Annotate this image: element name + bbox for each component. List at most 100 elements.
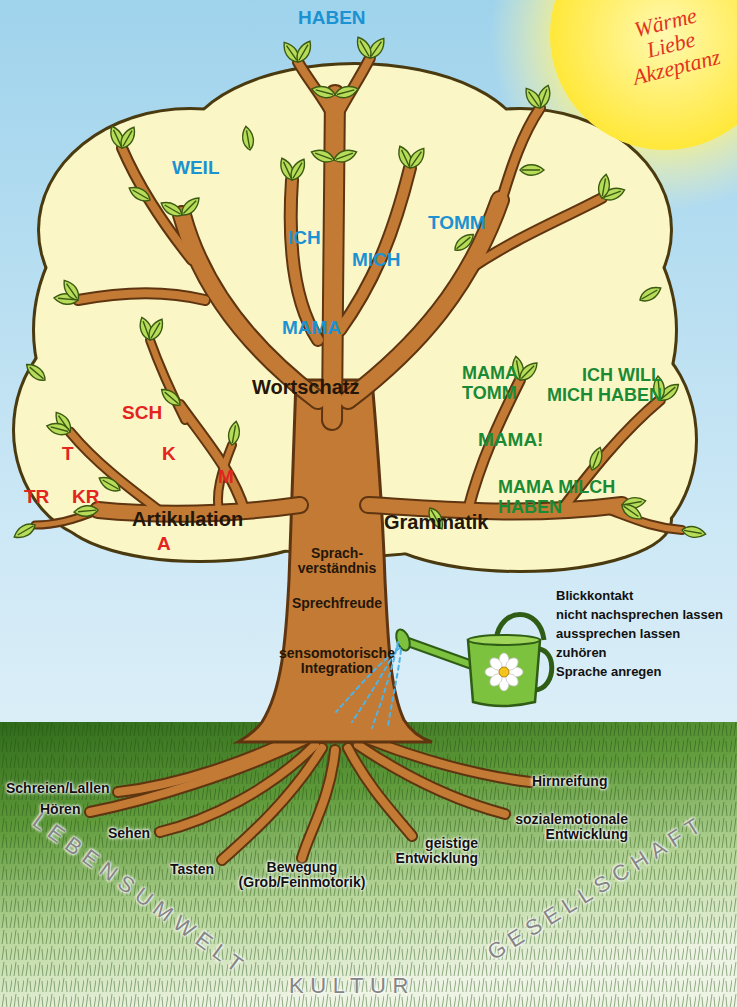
leaves-part [12, 520, 38, 541]
leaves-part [127, 183, 153, 204]
tree-branches-part [78, 293, 205, 300]
tree-branches-part [604, 508, 682, 530]
root-label: Hirnreifung [532, 774, 607, 789]
leaves-part [23, 361, 48, 384]
context-word: KULTUR [289, 974, 415, 998]
tree-branches-part [291, 180, 318, 340]
tree-branches-part [180, 405, 245, 512]
leaves-part [334, 84, 360, 100]
tree-branches-part [180, 405, 245, 512]
water-spray-part [388, 650, 401, 726]
sound-label: A [157, 534, 171, 555]
leaves-part [60, 277, 82, 303]
trunk-label: sensomotorische Integration [262, 646, 412, 677]
grammar-example: ICH WILL MICH HABEN [536, 366, 662, 406]
tree-roots-part [365, 738, 530, 782]
tree-roots-part [365, 738, 530, 782]
watering-can-part [468, 640, 540, 706]
tree-branches-part [500, 108, 540, 205]
tree-branches-part [78, 293, 205, 300]
vocabulary-word: MAMA [282, 318, 341, 339]
leaves-part [522, 85, 544, 111]
tree-branches-part [291, 180, 318, 340]
leaves-part [332, 147, 358, 165]
root-label: Tasten [170, 862, 214, 877]
care-tip: zuhören [556, 646, 607, 660]
grammar-example: MAMA! [478, 430, 543, 451]
tree-roots-part [302, 750, 335, 858]
sound-label: K [162, 444, 176, 465]
watering-can-part [408, 642, 472, 665]
tree-branches-part [368, 505, 622, 512]
leaves-part [45, 421, 71, 437]
vocabulary-word: TOMM [428, 213, 486, 234]
sound-label: M [218, 467, 234, 488]
leaves-part [681, 525, 706, 540]
watering-can-part [485, 653, 523, 691]
vocabulary-word: ICH [288, 228, 321, 249]
tree-branches-part [604, 508, 682, 530]
leaves-part [159, 198, 185, 219]
branch-title: Wortschatz [252, 376, 359, 398]
leaves-part [587, 446, 605, 472]
watering-can-part [468, 635, 540, 645]
vocabulary-word: WEIL [172, 158, 220, 179]
trunk-label: Sprechfreude [277, 596, 397, 611]
tree-branches-part [332, 95, 335, 420]
grammar-example: MAMA MILCH HABEN [498, 478, 628, 518]
leaves-part [293, 39, 314, 65]
tree-branches-part [35, 58, 682, 530]
care-tip: Sprache anregen [556, 665, 662, 679]
tree-branches-part [35, 58, 682, 530]
tree-branches-part [70, 432, 165, 515]
watering-can-part [408, 642, 472, 665]
leaves-part [310, 84, 336, 100]
tree-branches-part [70, 432, 165, 515]
sound-label: KR [72, 487, 99, 508]
leaves-part [353, 35, 374, 61]
sound-label: SCH [122, 403, 162, 424]
root-label: Bewegung (Grob/Feinmotorik) [232, 860, 372, 891]
care-tip: nicht nachsprechen lassen [556, 608, 723, 622]
tree-branches-part [468, 198, 602, 270]
leaves-part [520, 165, 544, 176]
leaves-part [310, 147, 336, 165]
tree-branches-part [340, 168, 410, 330]
leaves-part [145, 317, 166, 343]
tree-branches-part [340, 168, 410, 330]
tree-branches-part [368, 505, 622, 512]
root-label: Sehen [108, 826, 150, 841]
watering-can-part [499, 667, 509, 677]
leaves-part [406, 145, 428, 171]
leaves-part [178, 194, 202, 218]
grass-part [0, 722, 737, 1007]
leaves-part [597, 173, 612, 198]
vocabulary-word: MICH [352, 250, 401, 271]
root-label: Schreien/Lallen [6, 781, 109, 796]
grass-part [0, 722, 737, 1007]
tree-branches-part [332, 95, 335, 420]
leaves-part [287, 157, 308, 183]
trunk-label: Sprach- verständnis [287, 546, 387, 577]
leaves-part [619, 501, 645, 523]
vocabulary-word: HABEN [298, 8, 366, 29]
grass [0, 722, 737, 1007]
leaves-part [97, 473, 123, 494]
tree-branches [35, 58, 682, 530]
leaves-part [117, 125, 138, 151]
branch-title: Grammatik [384, 511, 489, 533]
root-label: geistige Entwicklung [378, 836, 478, 867]
tree-branches-part [500, 108, 540, 205]
grammar-example: MAMA TOMM [462, 364, 524, 404]
sun-disc [550, 0, 737, 150]
sound-label: T [62, 444, 74, 465]
leaves-part [227, 420, 242, 445]
tree-roots-part [358, 745, 505, 814]
tree-trunk [238, 380, 432, 742]
root-label: sozialemotionale Entwicklung [488, 812, 628, 843]
sun-circle: Wärme Liebe Akzeptanz [550, 0, 737, 150]
care-tip: aussprechen lassen [556, 627, 680, 641]
branch-title: Artikulation [132, 508, 243, 530]
